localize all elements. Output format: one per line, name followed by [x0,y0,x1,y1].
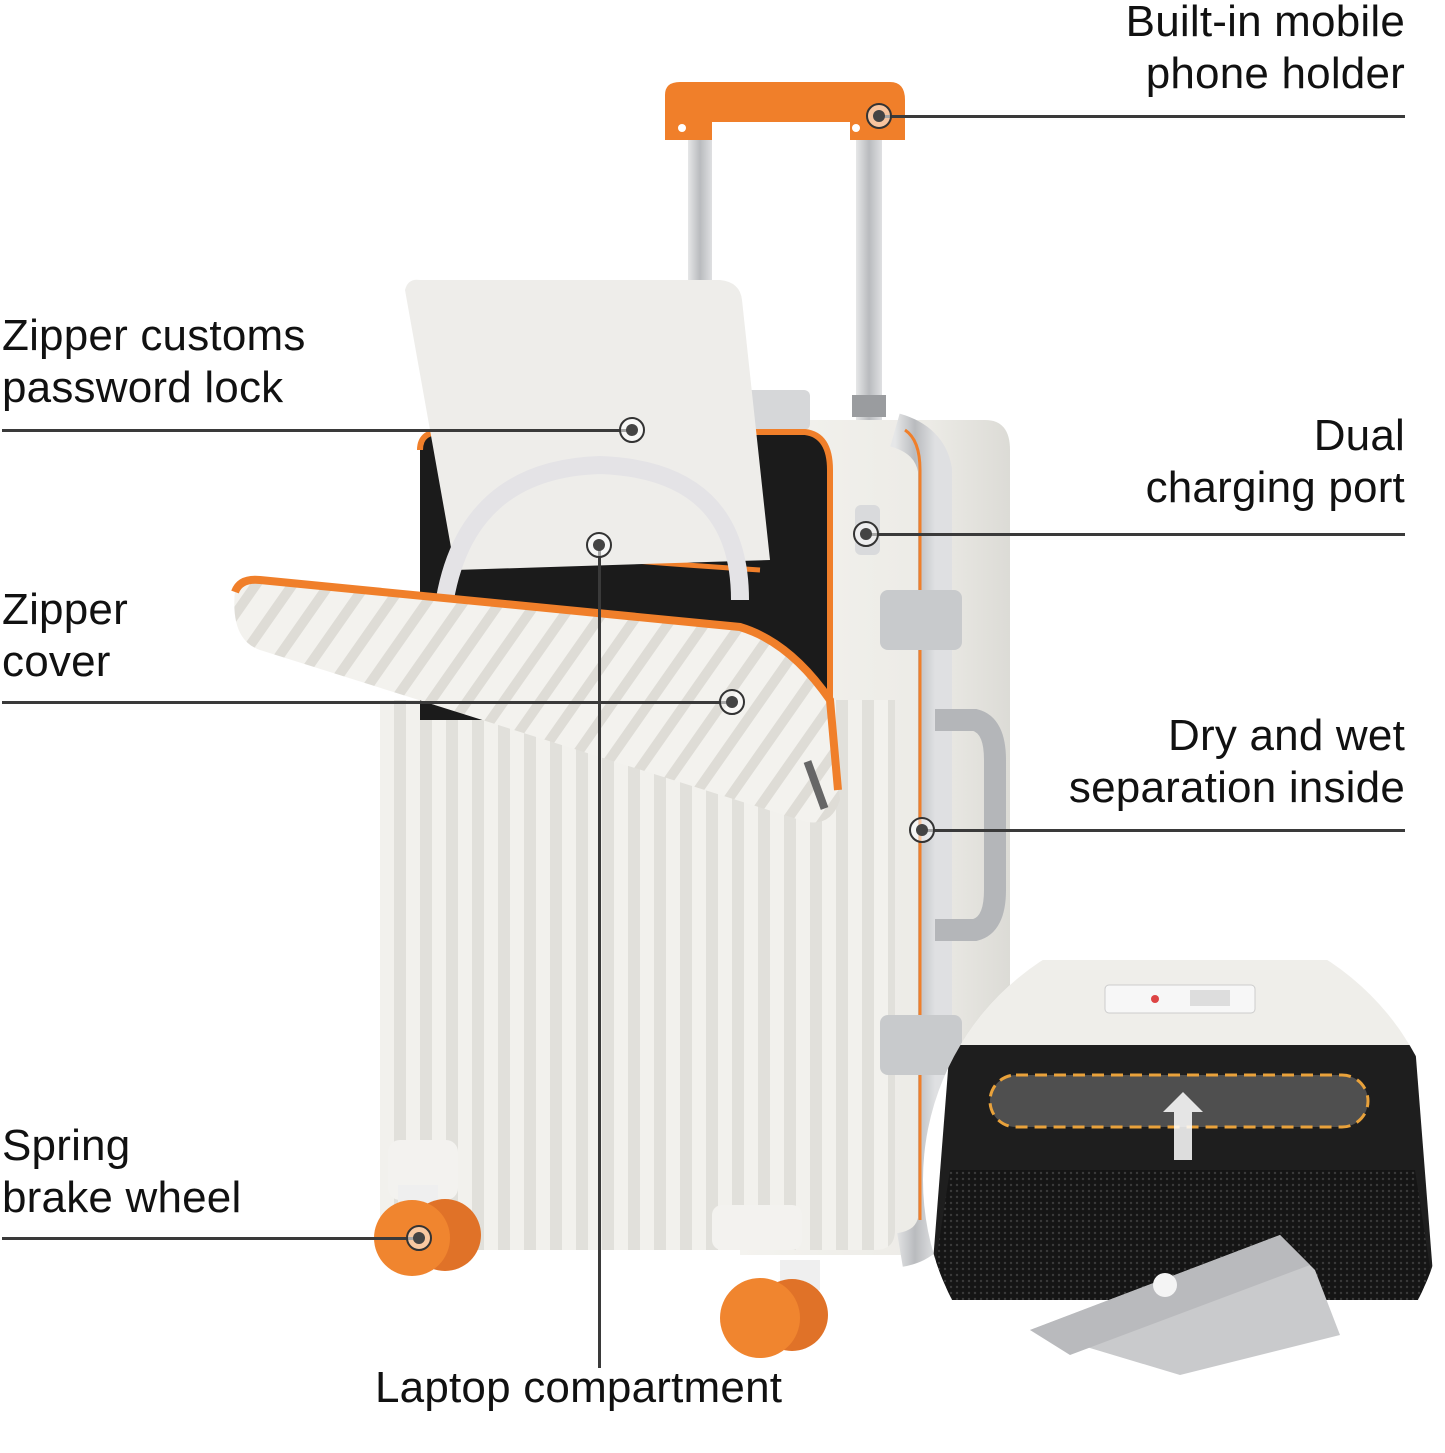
target-dot-icon [406,1225,432,1251]
callout-line-laptop-compartment [598,545,601,1368]
callout-line-phone-holder [880,115,1405,118]
callout-label-charging-port: Dual charging port [1145,411,1405,512]
callout-label-dry-wet: Dry and wet separation inside [1068,711,1405,812]
callout-line-zipper-cover [2,701,732,704]
callout-label-zipper-cover: Zipper cover [2,585,128,686]
callout-label-laptop-compartment: Laptop compartment [375,1363,783,1412]
callout-label-brake-wheel: Spring brake wheel [2,1121,242,1222]
target-dot-icon [586,532,612,558]
callout-line-charging-port [866,533,1405,536]
callout-line-brake-wheel [2,1237,420,1240]
callout-line-password-lock [2,429,632,432]
target-dot-icon [719,689,745,715]
target-dot-icon [909,817,935,843]
trolley-handle [665,82,905,430]
zipper-cover-lid [231,575,842,823]
target-dot-icon [866,103,892,129]
inset-interior-view [923,920,1445,1442]
target-dot-icon [853,521,879,547]
callout-line-dry-wet [922,829,1405,832]
callout-label-phone-holder: Built-in mobile phone holder [1125,0,1405,98]
target-dot-icon [619,417,645,443]
callout-label-password-lock: Zipper customs password lock [2,311,306,412]
